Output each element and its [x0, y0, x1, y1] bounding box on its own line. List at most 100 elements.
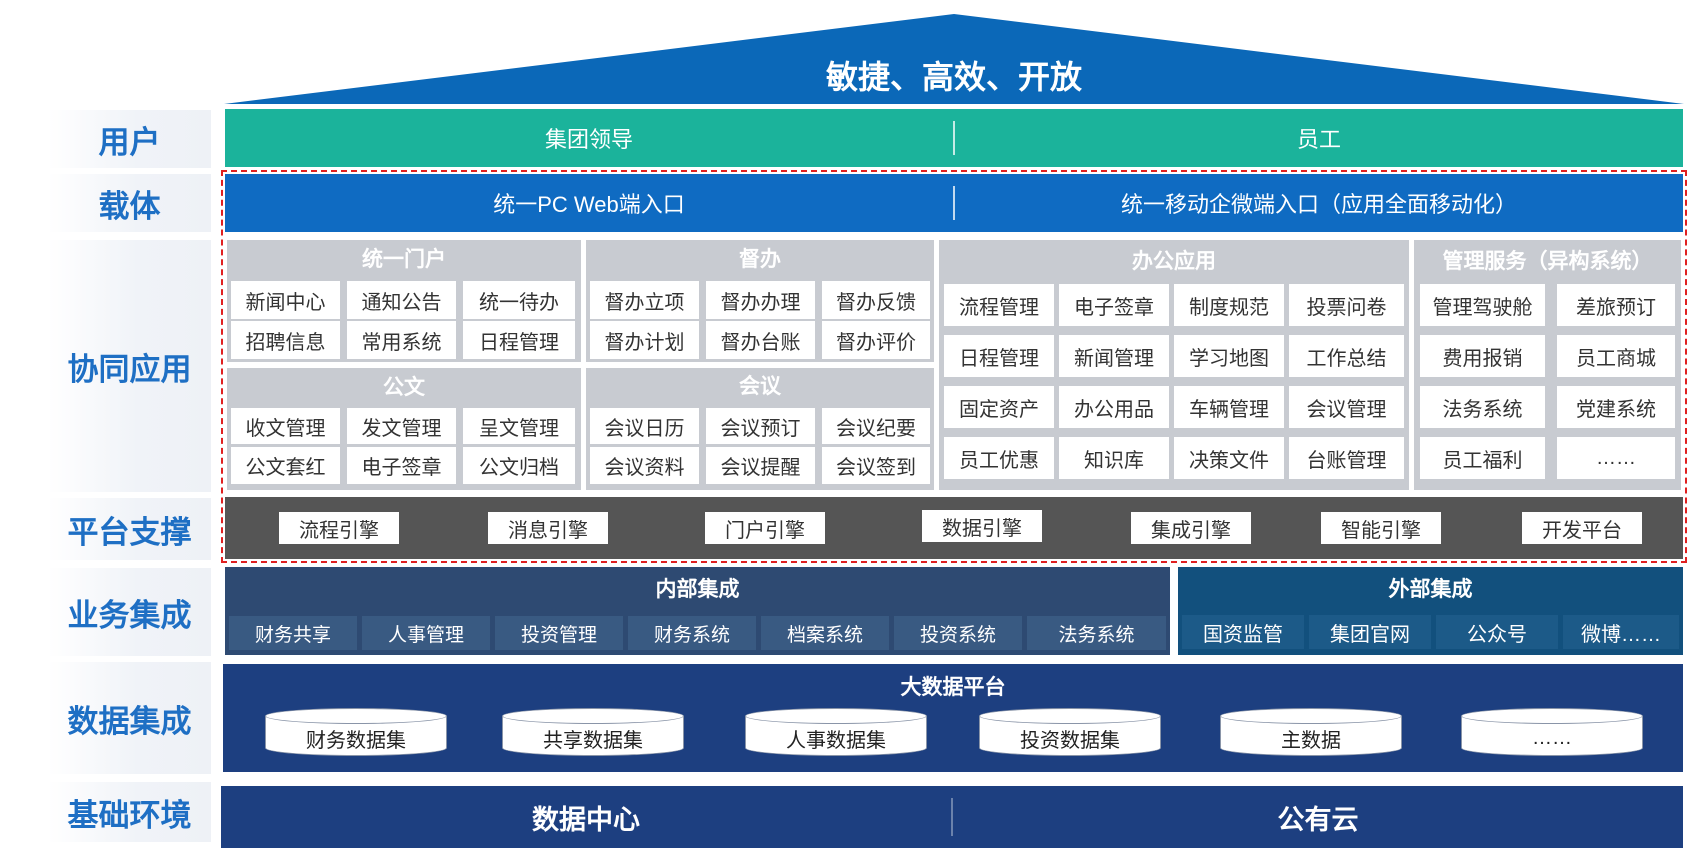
label-platform: 平台支撑 — [48, 498, 211, 560]
meeting-item: 会议资料 — [590, 447, 699, 484]
dataset-label: …… — [1532, 726, 1572, 749]
office-item: 台账管理 — [1289, 437, 1404, 479]
doc-item: 发文管理 — [347, 408, 456, 444]
office-item: 日程管理 — [944, 335, 1054, 377]
mgmt-item: 员工福利 — [1420, 437, 1545, 479]
supervise-item: 督办台账 — [706, 321, 815, 359]
internal-title: 内部集成 — [655, 578, 740, 601]
carrier-bar: 统一PC Web端入口 统一移动企微端入口（应用全面移动化） — [225, 174, 1683, 232]
label-collab: 协同应用 — [48, 240, 211, 492]
engine-item: 集成引擎 — [1131, 512, 1251, 544]
engine-item: 数据引擎 — [922, 510, 1042, 542]
external-item: 集团官网 — [1309, 615, 1431, 649]
portal-item: 常用系统 — [347, 321, 456, 359]
carrier-divider — [953, 185, 955, 221]
office-item: 流程管理 — [944, 284, 1054, 326]
office-item: 学习地图 — [1174, 335, 1284, 377]
engine-item: 门户引擎 — [705, 512, 825, 544]
user-employee: 员工 — [1296, 127, 1341, 152]
mgmt-item: 费用报销 — [1420, 335, 1545, 377]
internal-item: 人事管理 — [362, 616, 490, 650]
data-cylinder: 投资数据集 — [979, 708, 1161, 756]
mgmt-item: 法务系统 — [1420, 386, 1545, 428]
internal-item: 档案系统 — [761, 616, 889, 650]
external-item: 微博…… — [1563, 615, 1679, 649]
data-cylinder: …… — [1461, 708, 1643, 756]
office-item: 员工优惠 — [944, 437, 1054, 479]
meeting-item: 会议提醒 — [706, 447, 815, 484]
doc-item: 公文归档 — [463, 447, 575, 484]
meeting-title: 会议 — [739, 375, 781, 398]
data-cylinder: 人事数据集 — [745, 708, 927, 756]
office-item: 决策文件 — [1174, 437, 1284, 479]
meeting-item: 会议纪要 — [822, 408, 930, 444]
dashed-frame — [221, 170, 1687, 563]
portal-item: 招聘信息 — [231, 321, 340, 359]
supervise-item: 督办评价 — [822, 321, 930, 359]
dataset-label: 投资数据集 — [1020, 729, 1120, 752]
internal-item: 法务系统 — [1027, 616, 1166, 650]
infra-divider — [951, 798, 953, 836]
office-item: 办公用品 — [1059, 386, 1169, 428]
office-item: 投票问卷 — [1289, 284, 1404, 326]
data-cylinder: 财务数据集 — [265, 708, 447, 756]
office-title: 办公应用 — [1132, 250, 1216, 273]
engine-item: 流程引擎 — [279, 512, 399, 544]
meeting-item: 会议签到 — [822, 447, 930, 484]
dataset-label: 共享数据集 — [543, 729, 643, 752]
portal-item: 通知公告 — [347, 281, 456, 319]
mgmt-item: …… — [1557, 437, 1675, 479]
supervise-title: 督办 — [739, 248, 781, 271]
bigdata-panel — [223, 664, 1683, 772]
label-data: 数据集成 — [48, 662, 211, 774]
internal-item: 财务共享 — [229, 616, 357, 650]
portal-item: 日程管理 — [463, 321, 575, 359]
internal-item: 投资管理 — [495, 616, 623, 650]
label-biz: 业务集成 — [48, 568, 211, 656]
infra-bar: 数据中心 公有云 — [221, 786, 1683, 848]
label-user: 用户 — [48, 110, 211, 168]
internal-item: 财务系统 — [628, 616, 756, 650]
supervise-item: 督办反馈 — [822, 281, 930, 319]
supervise-item: 督办立项 — [590, 281, 699, 319]
roof-triangle — [224, 14, 1684, 104]
mgmt-item: 差旅预订 — [1557, 284, 1675, 326]
dataset-label: 财务数据集 — [306, 729, 406, 752]
office-item: 电子签章 — [1059, 284, 1169, 326]
portal-item: 新闻中心 — [231, 281, 340, 319]
office-item: 会议管理 — [1289, 386, 1404, 428]
doc-item: 呈文管理 — [463, 408, 575, 444]
dataset-label: 人事数据集 — [786, 729, 886, 752]
carrier-pc: 统一PC Web端入口 — [493, 192, 685, 217]
supervise-item: 督办计划 — [590, 321, 699, 359]
external-title: 外部集成 — [1388, 578, 1473, 601]
roof-title: 敏捷、高效、开放 — [825, 59, 1082, 95]
office-item: 固定资产 — [944, 386, 1054, 428]
data-cylinder: 主数据 — [1220, 708, 1402, 756]
mgmt-title: 管理服务（异构系统） — [1442, 250, 1653, 273]
office-item: 知识库 — [1059, 437, 1169, 479]
bigdata-title: 大数据平台 — [900, 676, 1006, 699]
office-item: 车辆管理 — [1174, 386, 1284, 428]
carrier-mobile: 统一移动企微端入口（应用全面移动化） — [1120, 192, 1517, 217]
internal-item: 投资系统 — [894, 616, 1022, 650]
doc-item: 电子签章 — [347, 447, 456, 484]
office-item: 新闻管理 — [1059, 335, 1169, 377]
portal-item: 统一待办 — [463, 281, 575, 319]
user-divider — [953, 120, 955, 156]
engine-item: 消息引擎 — [488, 512, 608, 544]
label-infra: 基础环境 — [48, 782, 211, 842]
mgmt-item: 员工商城 — [1557, 335, 1675, 377]
meeting-item: 会议日历 — [590, 408, 699, 444]
external-item: 国资监管 — [1182, 615, 1304, 649]
user-leader: 集团领导 — [544, 127, 633, 152]
engine-item: 智能引擎 — [1321, 512, 1441, 544]
label-carrier: 载体 — [48, 174, 211, 232]
portal-title: 统一门户 — [362, 248, 446, 271]
doc-title: 公文 — [383, 376, 425, 399]
infra-cloud: 公有云 — [1277, 804, 1359, 835]
doc-item: 收文管理 — [231, 408, 340, 444]
supervise-item: 督办办理 — [706, 281, 815, 319]
external-item: 公众号 — [1436, 615, 1558, 649]
office-item: 工作总结 — [1289, 335, 1404, 377]
